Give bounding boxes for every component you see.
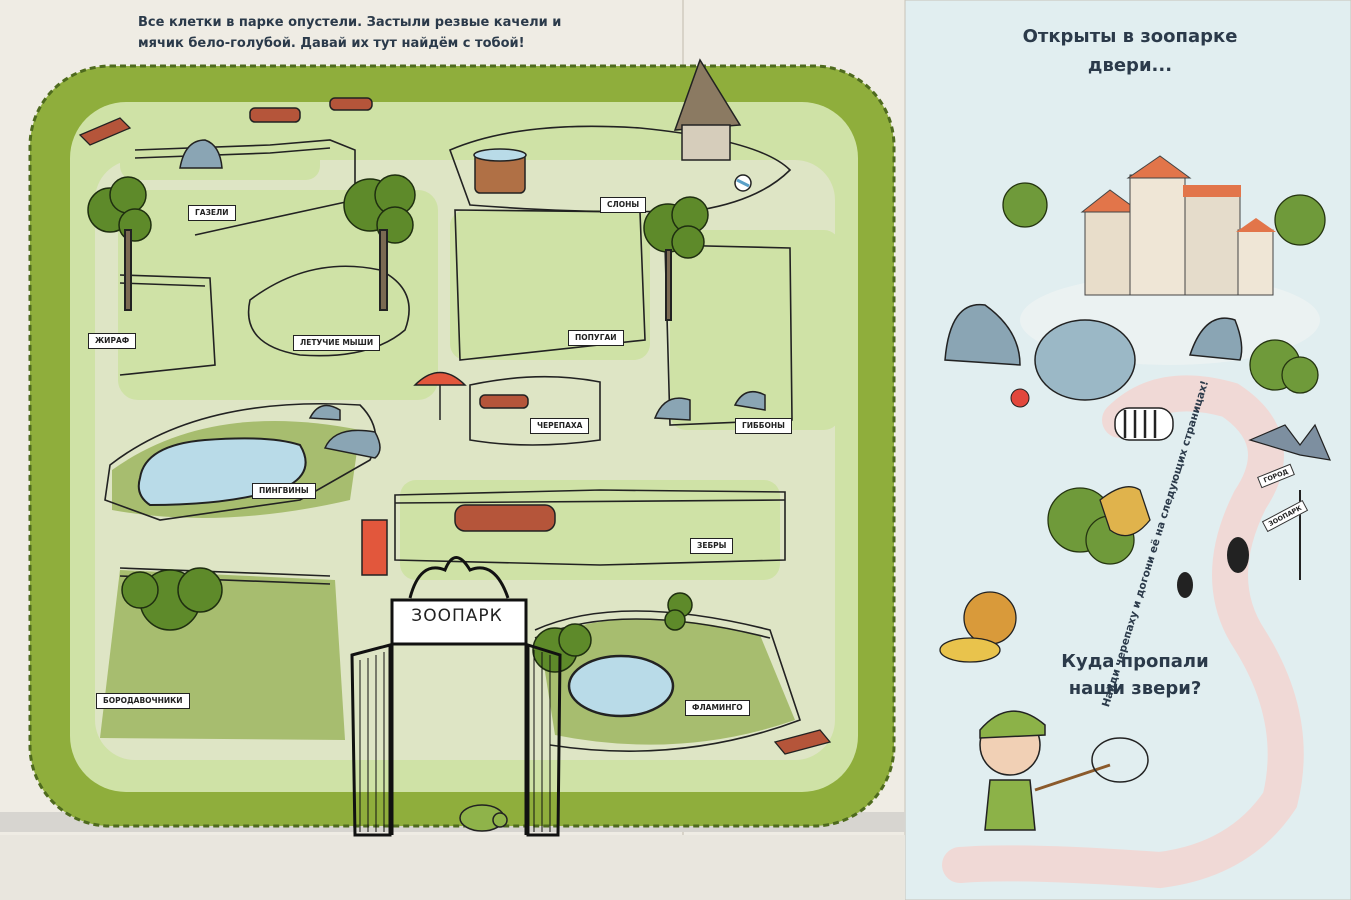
zookeeper-girl xyxy=(979,710,1149,831)
rocks xyxy=(179,139,766,459)
question-line2: наши звери? xyxy=(1068,678,1202,699)
sign-gibbons: ГИББОНЫ xyxy=(735,418,792,434)
winding-road xyxy=(942,375,1304,889)
lion xyxy=(963,591,1017,645)
sign-turtle: ЧЕРЕПАХА xyxy=(530,418,590,434)
right-page-title: Открыты в зоопарке двери... xyxy=(1000,22,1260,80)
intro-text: Все клетки в парке опустели. Застыли рез… xyxy=(138,15,562,51)
bat xyxy=(1248,423,1331,461)
elephant xyxy=(1034,319,1136,401)
sign-zebras: ЗЕБРЫ xyxy=(690,538,734,554)
sign-gazelles: ГАЗЕЛИ xyxy=(188,205,236,221)
right-title-line1: Открыты в зоопарке xyxy=(1022,26,1238,47)
flamingo-pond xyxy=(567,654,675,718)
umbrella xyxy=(413,371,467,386)
sign-bats: ЛЕТУЧИЕ МЫШИ xyxy=(293,335,381,351)
sign-giraffe: ЖИРАФ xyxy=(88,333,137,349)
sign-parrots: ПОПУГАИ xyxy=(568,330,624,346)
right-title-line2: двери... xyxy=(1087,55,1173,76)
sign-penguins: ПИНГВИНЫ xyxy=(252,483,316,499)
gate-sign: ЗООПАРК xyxy=(411,606,503,626)
question-text: Куда пропали наши звери? xyxy=(1040,648,1230,702)
sign-warthogs: БОРОДАВОЧНИКИ xyxy=(96,693,190,709)
sign-elephants: СЛОНЫ xyxy=(600,197,647,213)
logs xyxy=(249,97,556,532)
parrot xyxy=(1010,388,1030,408)
town xyxy=(1080,155,1276,296)
zoo-gate xyxy=(350,556,562,837)
question-line1: Куда пропали xyxy=(1061,651,1209,672)
gibbon xyxy=(1099,486,1151,537)
bushes xyxy=(87,174,709,673)
sign-flamingo: ФЛАМИНГО xyxy=(685,700,750,716)
penguin xyxy=(1227,537,1249,573)
